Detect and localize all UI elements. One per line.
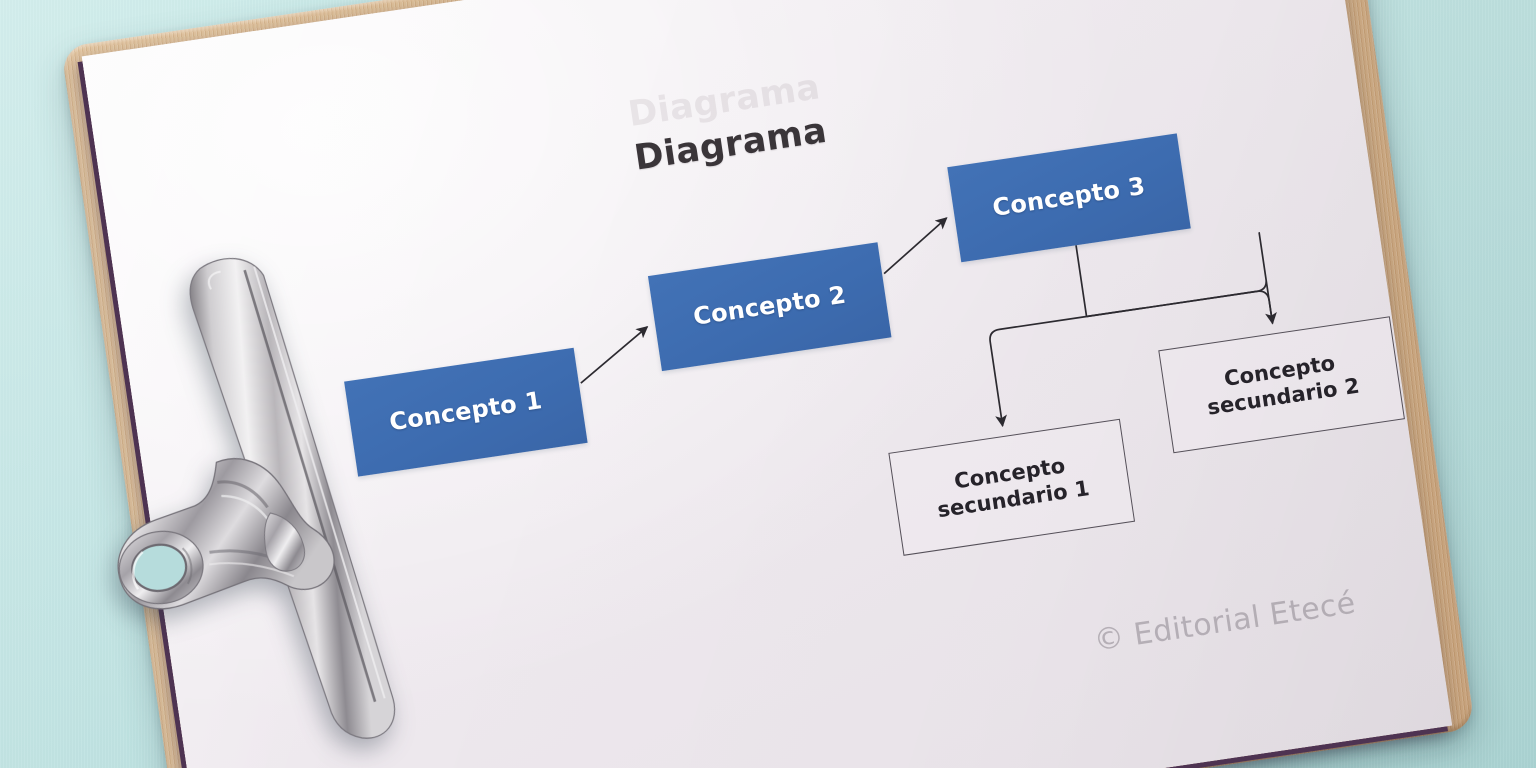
diagram-connectors [580,217,1277,428]
clipboard-clip[interactable] [37,225,449,768]
edge-concepto3-stem [1075,245,1088,317]
edge-concepto3-to-secundario2 [1086,290,1277,325]
node-concepto-3-label: Concepto 3 [990,172,1148,223]
diagram-content: Diagrama Diagrama Concepto 1 [82,0,1452,768]
edge-concepto2-to-concepto3 [883,217,948,275]
edge-concepto1-to-concepto2 [580,326,649,384]
clip-blade [189,257,396,739]
node-concepto-1-label: Concepto 1 [387,386,544,437]
node-concepto-secundario-1-label: Concepto secundario 1 [935,453,1092,523]
edge-concepto3-to-secundario1 [989,315,1087,428]
node-concepto-secundario-2-label: Concepto secundario 2 [1205,351,1361,420]
node-concepto-2-label: Concepto 2 [691,280,848,332]
edge-concepto3-to-secundario2-path [1086,232,1274,324]
clip-lever [117,458,335,610]
clip-icon [117,257,396,739]
